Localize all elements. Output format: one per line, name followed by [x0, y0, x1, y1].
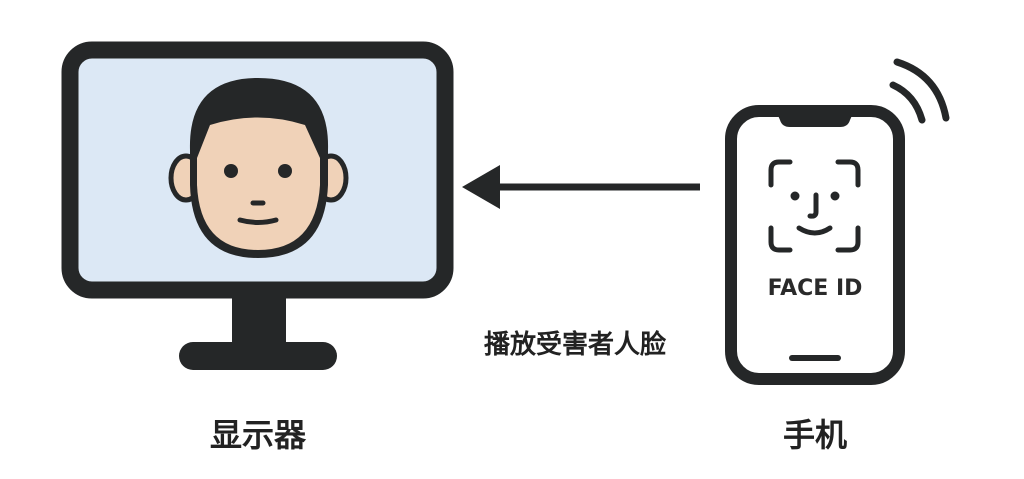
- phone-label: 手机: [782, 416, 848, 454]
- face-id-icon: [768, 159, 861, 253]
- arrow-left: [462, 165, 700, 209]
- face-id-label: FACE ID: [767, 276, 863, 301]
- arrow-caption: 播放受害者人脸: [483, 330, 667, 360]
- monitor-label: 显示器: [209, 416, 307, 454]
- phone-icon: [725, 105, 905, 385]
- face-icon: [168, 78, 349, 258]
- signal-waves-icon: [889, 58, 950, 124]
